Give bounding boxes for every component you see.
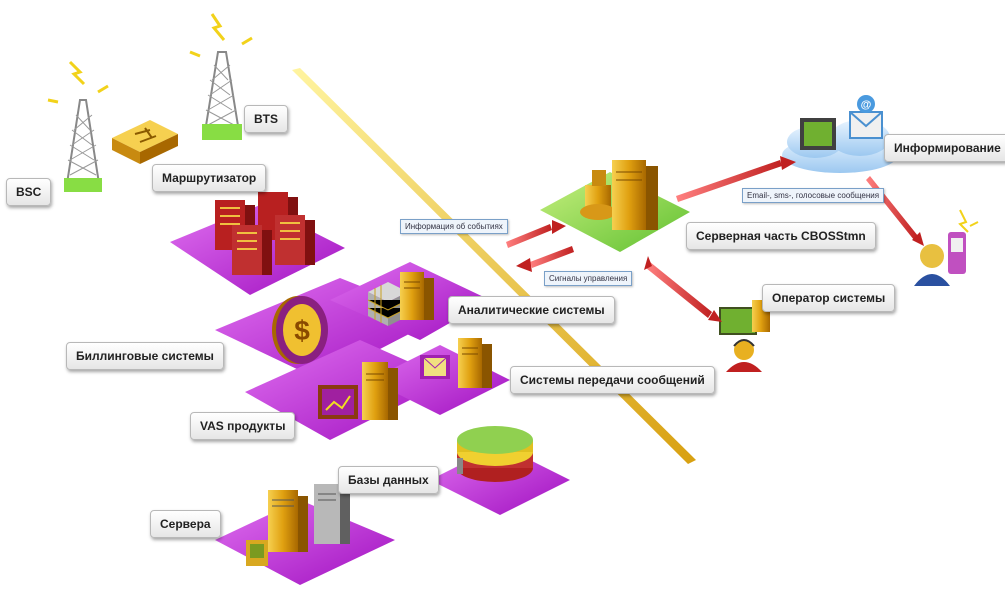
- divider-line: [292, 68, 696, 464]
- arrow-to-operator: [644, 256, 722, 322]
- server-icon: [400, 272, 434, 320]
- flowchart-icon: [580, 170, 616, 220]
- svg-text:$: $: [294, 315, 310, 346]
- coin-dollar-icon: $: [272, 296, 328, 364]
- label-informing: Информирование: [884, 134, 1005, 162]
- data-cube-icon: [367, 282, 409, 326]
- server-icon: [458, 338, 492, 388]
- arrow-to-cloud: [676, 156, 796, 202]
- server-icon: [612, 160, 658, 230]
- label-bts: BTS: [244, 105, 288, 133]
- mobile-user-icon: [914, 209, 979, 286]
- label-operator: Оператор системы: [762, 284, 896, 312]
- router-icon: [112, 120, 178, 164]
- label-router: Маршрутизатор: [152, 164, 267, 192]
- label-messaging: Системы передачи сообщений: [510, 366, 715, 394]
- signal-event-info: Информация об событиях: [400, 219, 508, 234]
- monitor-chart-icon: [800, 118, 836, 150]
- svg-text:@: @: [861, 99, 872, 111]
- database-disk-icon: [457, 426, 533, 482]
- label-vas: VAS продукты: [190, 412, 296, 440]
- server-rack-icon: [215, 192, 315, 275]
- monitor-chart-icon: [318, 385, 358, 419]
- server-icon: [246, 484, 350, 566]
- signal-control: Сигналы управления: [544, 271, 633, 286]
- server-icon: [362, 362, 398, 420]
- label-bsc: BSC: [6, 178, 52, 206]
- label-cboss-server: Серверная часть CBOSStmn: [686, 222, 876, 250]
- envelope-icon: @: [849, 95, 883, 139]
- label-analytics: Аналитические системы: [448, 296, 615, 324]
- arrow-event-info: [506, 220, 566, 248]
- label-databases: Базы данных: [338, 466, 439, 494]
- label-servers: Сервера: [150, 510, 221, 538]
- signal-notifications: Email-, sms-, голосовые сообщения: [742, 188, 885, 203]
- envelope-icon: [420, 355, 450, 379]
- antenna-tower-icon: [47, 60, 109, 192]
- antenna-tower-icon: [189, 13, 253, 140]
- label-billing: Биллинговые системы: [66, 342, 224, 370]
- arrow-control-signals: [516, 246, 574, 272]
